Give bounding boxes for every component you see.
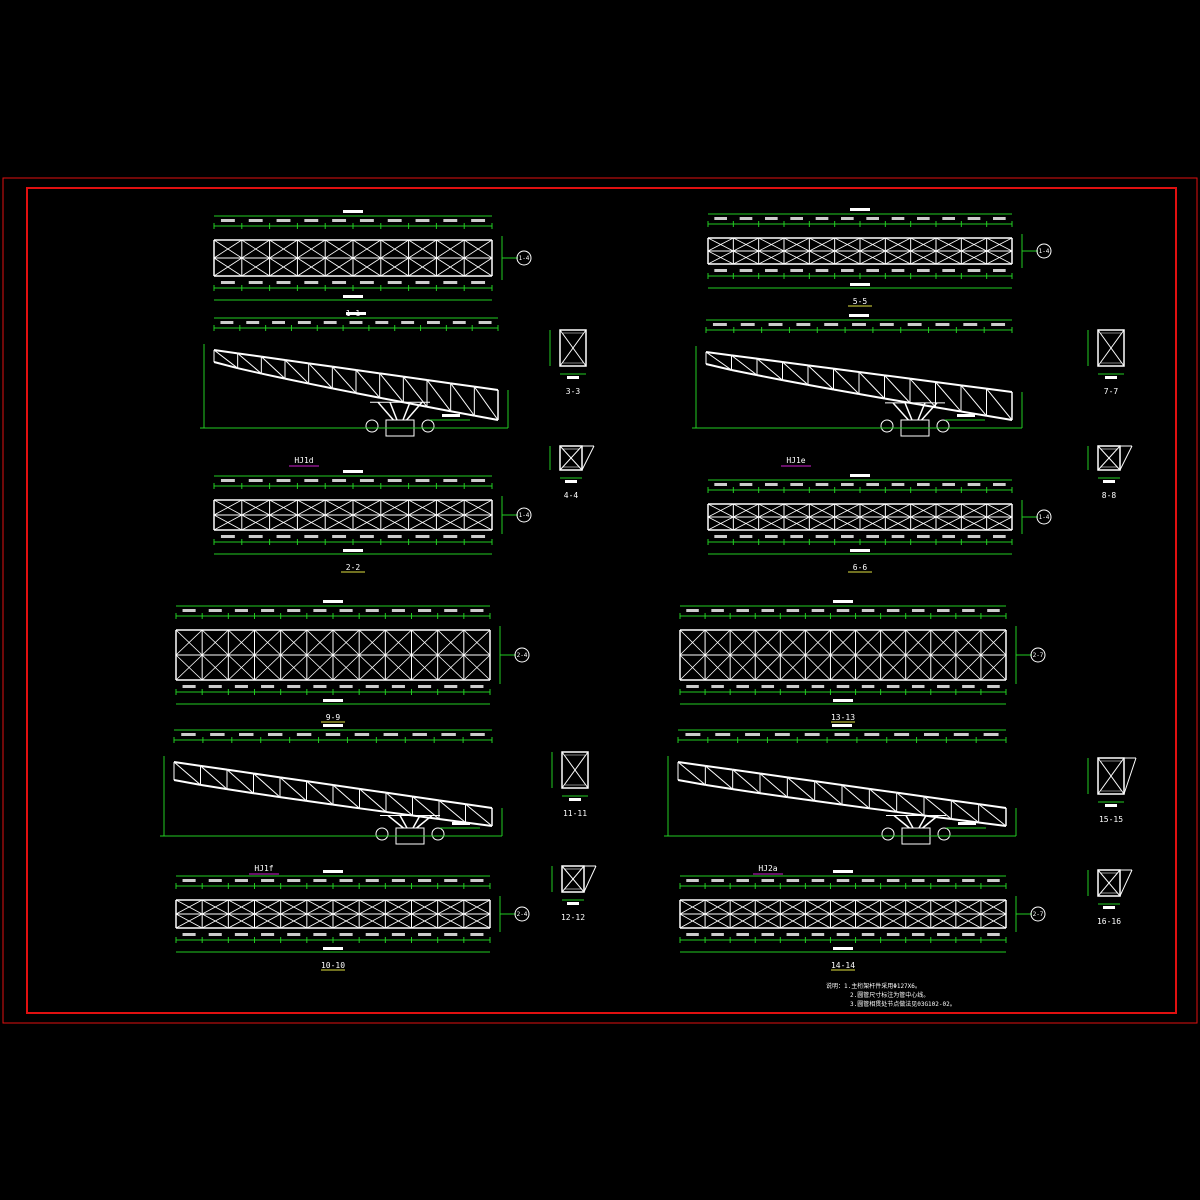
svg-text:1-4: 1-4 (519, 255, 530, 262)
section-3-3-box: 3-3 (549, 329, 587, 396)
svg-text:3-3: 3-3 (566, 387, 581, 396)
section-7-7-box: 7-7 (1087, 329, 1125, 396)
svg-text:1-4: 1-4 (519, 512, 530, 519)
svg-text:HJ1f: HJ1f (254, 864, 273, 873)
section-15-15-box: 15-15 (1087, 757, 1137, 824)
elevation-hj1e: HJ1e (692, 314, 1023, 467)
svg-text:5-5: 5-5 (853, 297, 868, 306)
svg-text:3.圆管相贯处节点做法见03G102-02。: 3.圆管相贯处节点做法见03G102-02。 (850, 1000, 956, 1008)
general-notes: 说明：1.主桁架杆件采用Φ127X6。2.圆管尺寸标注为管中心线。3.圆管相贯处… (826, 982, 956, 1008)
section-16-16-box: 16-16 (1087, 869, 1133, 926)
svg-text:11-11: 11-11 (563, 809, 587, 818)
svg-text:9-9: 9-9 (326, 713, 341, 722)
section-4-4-box: 4-4 (549, 445, 595, 500)
section-9-9-strip: 2-4 9-9 (175, 600, 530, 723)
svg-text:HJ1e: HJ1e (786, 456, 805, 465)
section-14-14-strip: 2-7 14-14 (679, 870, 1046, 971)
section-2-2-strip: 1-4 2-2 (213, 470, 532, 573)
svg-text:2-7: 2-7 (1033, 652, 1044, 659)
elevation-hj2a: HJ2a (664, 724, 1017, 875)
svg-text:8-8: 8-8 (1102, 491, 1117, 500)
section-11-11-box: 11-11 (551, 751, 589, 818)
svg-text:12-12: 12-12 (561, 913, 585, 922)
svg-text:2-2: 2-2 (346, 563, 361, 572)
svg-text:15-15: 15-15 (1099, 815, 1123, 824)
section-13-13-strip: 2-7 13-13 (679, 600, 1046, 723)
svg-text:14-14: 14-14 (831, 961, 855, 970)
svg-text:6-6: 6-6 (853, 563, 868, 572)
svg-text:HJ2a: HJ2a (758, 864, 777, 873)
svg-text:1-4: 1-4 (1039, 248, 1050, 255)
svg-text:16-16: 16-16 (1097, 917, 1121, 926)
svg-text:1-4: 1-4 (1039, 514, 1050, 521)
svg-text:2-4: 2-4 (517, 652, 528, 659)
svg-text:2.圆管尺寸标注为管中心线。: 2.圆管尺寸标注为管中心线。 (850, 991, 929, 999)
svg-text:2-7: 2-7 (1033, 911, 1044, 918)
svg-text:说明：1.主桁架杆件采用Φ127X6。: 说明：1.主桁架杆件采用Φ127X6。 (826, 982, 921, 990)
section-5-5-strip: 1-4 5-5 (707, 208, 1052, 307)
svg-text:10-10: 10-10 (321, 961, 345, 970)
section-10-10-strip: 2-4 10-10 (175, 870, 530, 971)
inner-frame (26, 187, 1177, 1014)
elevation-hj1f: HJ1f (160, 724, 503, 875)
section-12-12-box: 12-12 (551, 865, 597, 922)
svg-text:HJ1d: HJ1d (294, 456, 313, 465)
svg-text:7-7: 7-7 (1104, 387, 1119, 396)
elevation-hj1d: HJ1d (200, 312, 509, 467)
svg-text:2-4: 2-4 (517, 911, 528, 918)
svg-text:13-13: 13-13 (831, 713, 855, 722)
svg-text:4-4: 4-4 (564, 491, 579, 500)
section-8-8-box: 8-8 (1087, 445, 1133, 500)
section-6-6-strip: 1-4 6-6 (707, 474, 1052, 573)
outer-frame (2, 177, 1198, 1024)
